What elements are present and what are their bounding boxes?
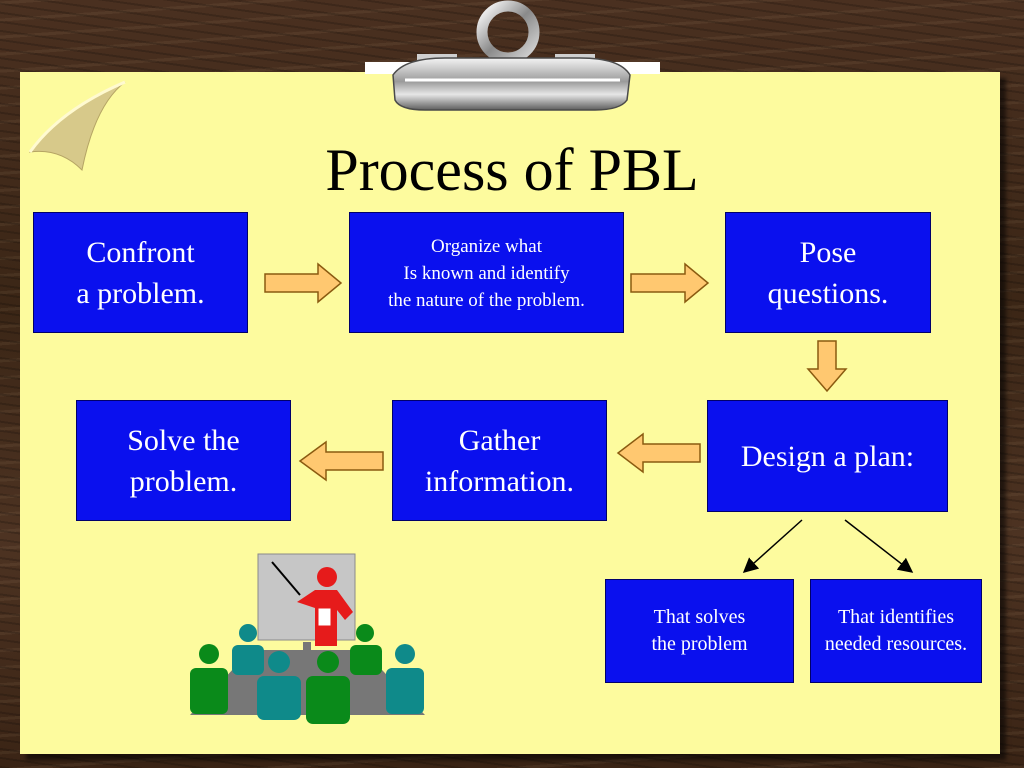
paper-clip-icon xyxy=(365,0,660,111)
step-organize-line-3: the nature of the problem. xyxy=(388,290,585,311)
step-gather-box: Gather information. xyxy=(392,400,607,521)
step-solve-line-2: problem. xyxy=(129,464,238,498)
step-confront-line-1: Confront xyxy=(86,235,195,269)
step-organize-box: Organize what Is known and identify the … xyxy=(349,212,624,333)
step-gather-line-1: Gather xyxy=(458,423,541,457)
step-pose-box: Pose questions. xyxy=(725,212,931,333)
step-organize-line-1: Organize what xyxy=(431,236,542,257)
step-confront-box: Confront a problem. xyxy=(33,212,248,333)
presentation-clipart-icon xyxy=(190,553,425,724)
plan-solves-line-1: That solves xyxy=(653,606,746,628)
plan-identifies-line-1: That identifies xyxy=(837,606,955,628)
step-pose-line-2: questions. xyxy=(767,276,889,310)
plan-identifies-line-2: needed resources. xyxy=(824,633,968,655)
step-pose-line-1: Pose xyxy=(799,235,857,269)
plan-solves-box: That solves the problem xyxy=(605,579,794,683)
step-design-line-1: Design a plan: xyxy=(740,439,915,473)
step-organize-line-2: Is known and identify xyxy=(403,263,570,284)
step-design-box: Design a plan: xyxy=(707,400,948,512)
step-solve-box: Solve the problem. xyxy=(76,400,291,521)
page-title: Process of PBL xyxy=(325,137,699,203)
step-confront-line-2: a problem. xyxy=(76,276,205,310)
step-gather-line-2: information. xyxy=(424,464,575,498)
plan-identifies-box: That identifies needed resources. xyxy=(810,579,982,683)
plan-solves-line-2: the problem xyxy=(651,633,748,655)
page-curl-icon xyxy=(20,75,138,200)
step-solve-line-1: Solve the xyxy=(127,423,240,457)
